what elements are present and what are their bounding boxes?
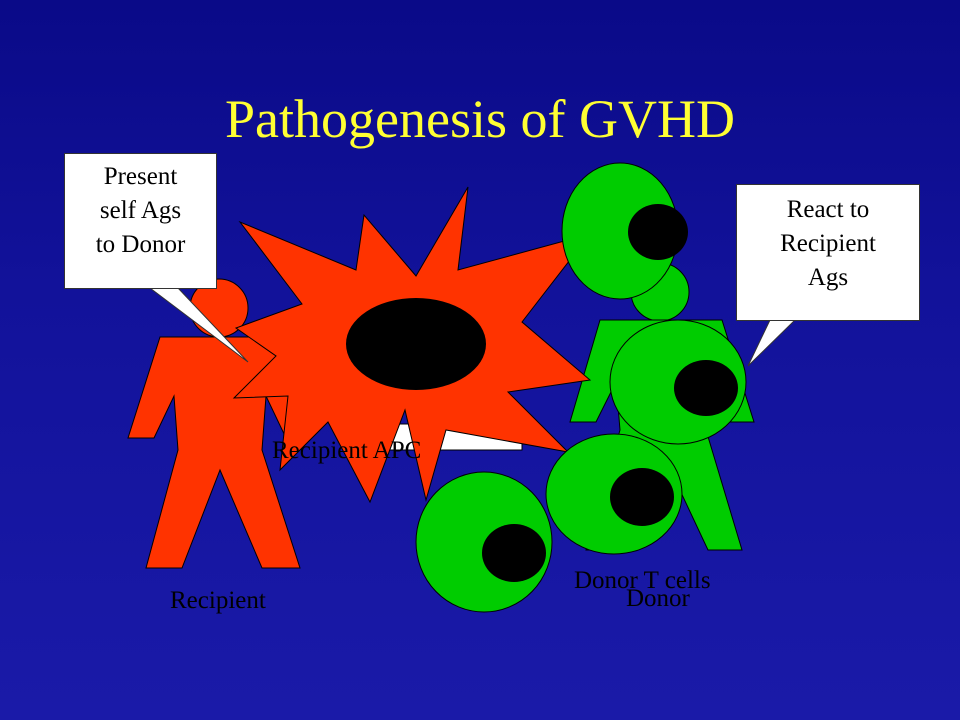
cell-nucleus [610, 468, 674, 526]
donor-t-cells-label: Donor T cells [574, 567, 711, 594]
callout-line: to Donor [95, 231, 186, 258]
callout-line: Recipient [780, 230, 876, 257]
callout-react-to-recipient: React to Recipient Ags [736, 184, 920, 321]
callout-line: self Ags [99, 197, 182, 224]
cell-nucleus [628, 204, 688, 260]
callout-line: Present [103, 163, 178, 190]
donor-label: Donor [626, 585, 690, 612]
donor-t-cell [415, 471, 553, 613]
cell-nucleus [674, 360, 738, 416]
recipient-apc [232, 186, 592, 504]
callout-line: React to [786, 196, 870, 223]
slide-title: Pathogenesis of GVHD [225, 89, 735, 149]
cell-nucleus [482, 524, 546, 582]
donor-t-cells [415, 162, 747, 613]
donor-t-cell [545, 433, 683, 555]
callout-line: Ags [807, 264, 849, 291]
recipient-apc-label: Recipient APC [272, 437, 422, 464]
recipient-label: Recipient [170, 587, 266, 614]
donor-t-cell [561, 162, 688, 300]
callout-right-pointer [747, 319, 797, 367]
apc-nucleus [346, 298, 486, 390]
callout-present-self-ags: Present self Ags to Donor [64, 153, 217, 289]
donor-t-cell [609, 319, 747, 445]
